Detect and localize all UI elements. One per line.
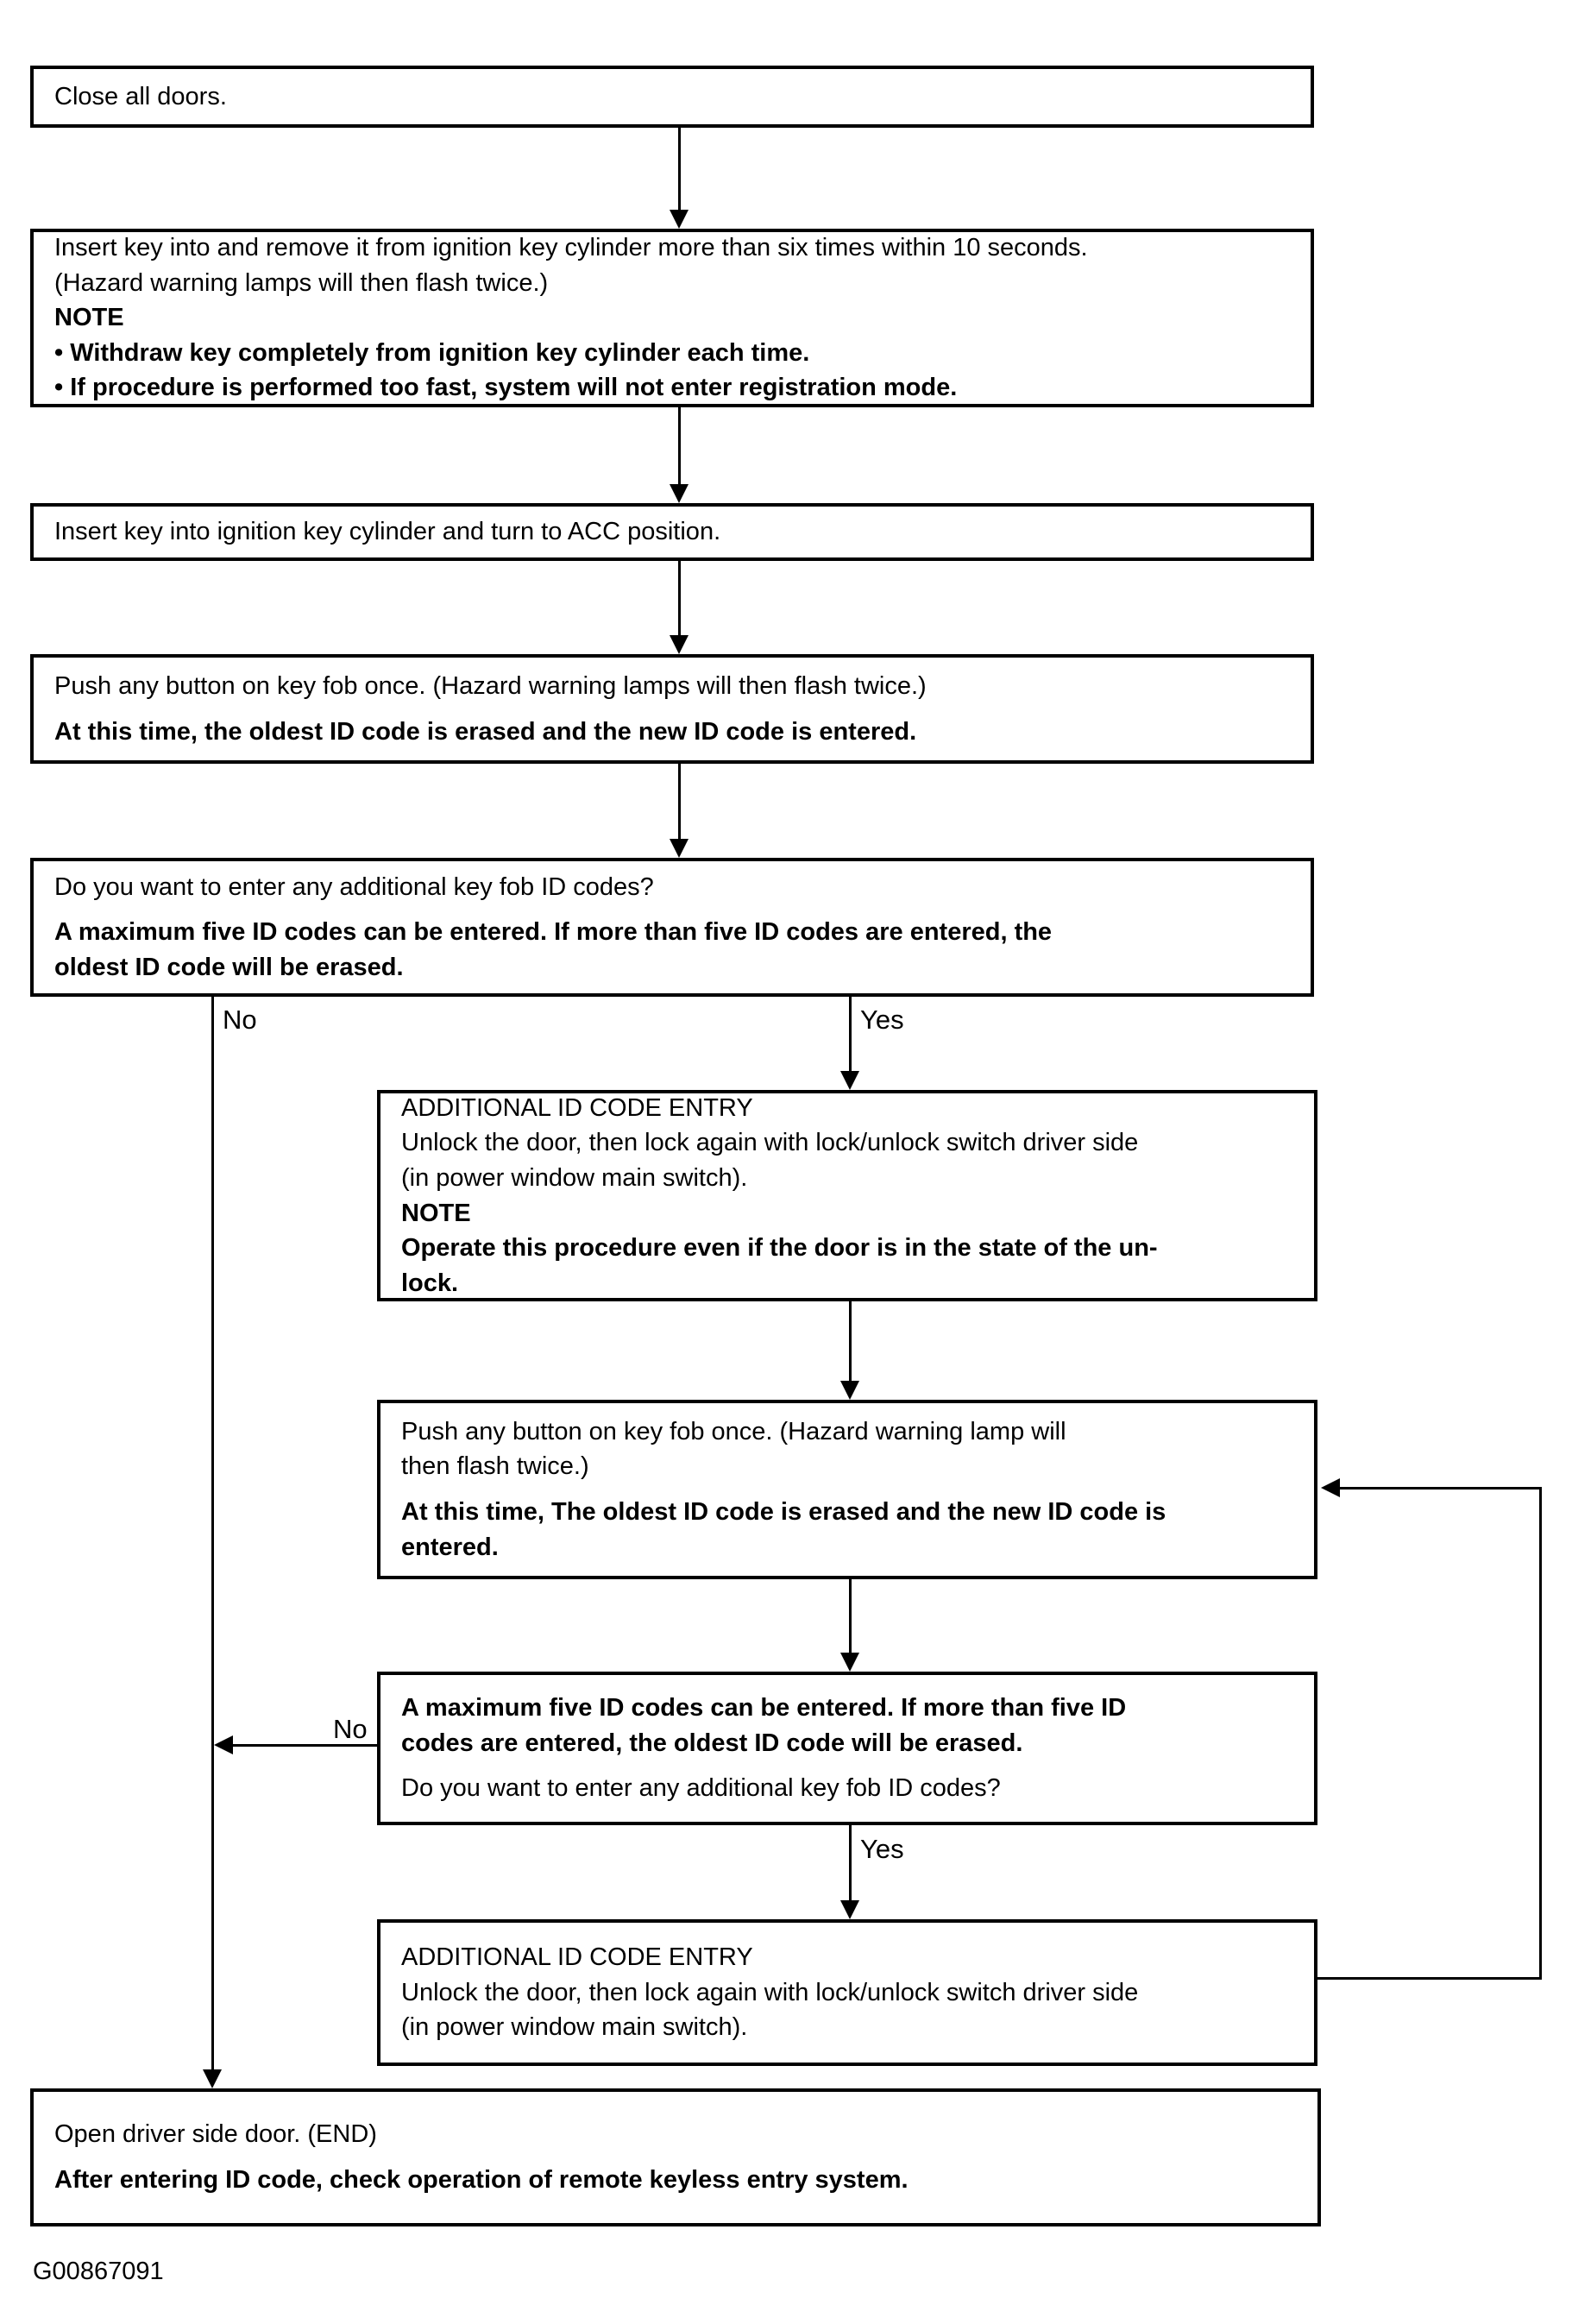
flow-box-open-door-end: Open driver side door. (END) After enter…	[30, 2088, 1321, 2226]
connector-line	[678, 561, 681, 639]
note-text-line: lock.	[401, 1269, 459, 1297]
flow-box-additional-entry-1: ADDITIONAL ID CODE ENTRY Unlock the door…	[377, 1090, 1317, 1301]
connector-no-branch-line	[226, 1744, 377, 1747]
box-text-line: Push any button on key fob once. (Hazard…	[54, 671, 927, 700]
box-text-line: (Hazard warning lamps will then flash tw…	[54, 268, 549, 297]
flow-box-additional-codes-question-2: A maximum five ID codes can be entered. …	[377, 1672, 1317, 1825]
flow-box-key-to-acc: Insert key into ignition key cylinder an…	[30, 503, 1314, 561]
connector-yes-branch-line	[849, 997, 852, 1076]
box-text-line: A maximum five ID codes can be entered. …	[54, 918, 1053, 947]
arrow-down-icon	[670, 210, 689, 229]
flow-box-additional-codes-question-1: Do you want to enter any additional key …	[30, 858, 1314, 997]
flow-box-additional-entry-2: ADDITIONAL ID CODE ENTRY Unlock the door…	[377, 1919, 1317, 2066]
box-text-line: Do you want to enter any additional key …	[54, 872, 654, 901]
arrow-down-icon	[203, 2069, 222, 2088]
note-bullet-line: • If procedure is performed too fast, sy…	[54, 374, 958, 402]
flow-box-insert-remove-key: Insert key into and remove it from ignit…	[30, 229, 1314, 407]
box-text-line: then flash twice.)	[401, 1452, 589, 1481]
flow-box-close-doors: Close all doors.	[30, 66, 1314, 128]
note-label: NOTE	[54, 304, 124, 332]
box-text-line: At this time, the oldest ID code is eras…	[54, 717, 917, 746]
branch-label-no: No	[333, 1714, 368, 1744]
box-text-line: oldest ID code will be erased.	[54, 953, 404, 981]
box-text-line: (in power window main switch).	[401, 2013, 748, 2042]
box-text-line: Unlock the door, then lock again with lo…	[401, 1129, 1139, 1157]
arrow-down-icon	[670, 484, 689, 503]
arrow-down-icon	[840, 1381, 859, 1400]
box-text-line: (in power window main switch).	[401, 1163, 748, 1192]
connector-line	[678, 407, 681, 487]
box-text-line: codes are entered, the oldest ID code wi…	[401, 1729, 1023, 1757]
arrow-down-icon	[670, 839, 689, 858]
connector-line	[678, 128, 681, 214]
connector-yes-branch-line	[849, 1825, 852, 1904]
arrow-down-icon	[840, 1653, 859, 1672]
branch-label-no: No	[223, 1005, 257, 1035]
connector-line	[849, 1301, 852, 1384]
connector-line	[678, 764, 681, 843]
box-text-line: Insert key into and remove it from ignit…	[54, 234, 1088, 262]
box-text-line: Insert key into ignition key cylinder an…	[54, 518, 721, 546]
note-text-line: Operate this procedure even if the door …	[401, 1234, 1158, 1263]
note-label: NOTE	[401, 1199, 471, 1227]
arrow-down-icon	[840, 1071, 859, 1090]
box-text-line: Do you want to enter any additional key …	[401, 1774, 1001, 1803]
branch-label-yes: Yes	[860, 1834, 904, 1864]
box-text-line: At this time, The oldest ID code is eras…	[401, 1498, 1166, 1526]
connector-line	[849, 1579, 852, 1656]
box-text-line: A maximum five ID codes can be entered. …	[401, 1694, 1127, 1723]
figure-code: G00867091	[33, 2258, 164, 2285]
box-text-line: Unlock the door, then lock again with lo…	[401, 1978, 1139, 2006]
box-text-line: Close all doors.	[54, 82, 227, 110]
branch-label-yes: Yes	[860, 1005, 904, 1035]
box-text-line: After entering ID code, check operation …	[54, 2166, 909, 2194]
box-title-line: ADDITIONAL ID CODE ENTRY	[401, 1943, 753, 1972]
arrow-left-icon	[214, 1735, 233, 1754]
flow-box-push-button-first: Push any button on key fob once. (Hazard…	[30, 654, 1314, 764]
arrow-down-icon	[670, 635, 689, 654]
flow-box-push-button-second: Push any button on key fob once. (Hazard…	[377, 1400, 1317, 1579]
connector-no-branch-line	[211, 997, 214, 2071]
note-bullet-line: • Withdraw key completely from ignition …	[54, 338, 810, 367]
arrow-down-icon	[840, 1900, 859, 1919]
arrow-left-icon	[1321, 1478, 1340, 1497]
loopback-top-line	[1336, 1487, 1542, 1490]
loopback-bottom-line	[1317, 1977, 1542, 1980]
box-title-line: ADDITIONAL ID CODE ENTRY	[401, 1093, 753, 1122]
box-text-line: Push any button on key fob once. (Hazard…	[401, 1417, 1066, 1445]
box-text-line: entered.	[401, 1533, 499, 1561]
box-text-line: Open driver side door. (END)	[54, 2120, 377, 2149]
loopback-rail-line	[1539, 1487, 1542, 1980]
